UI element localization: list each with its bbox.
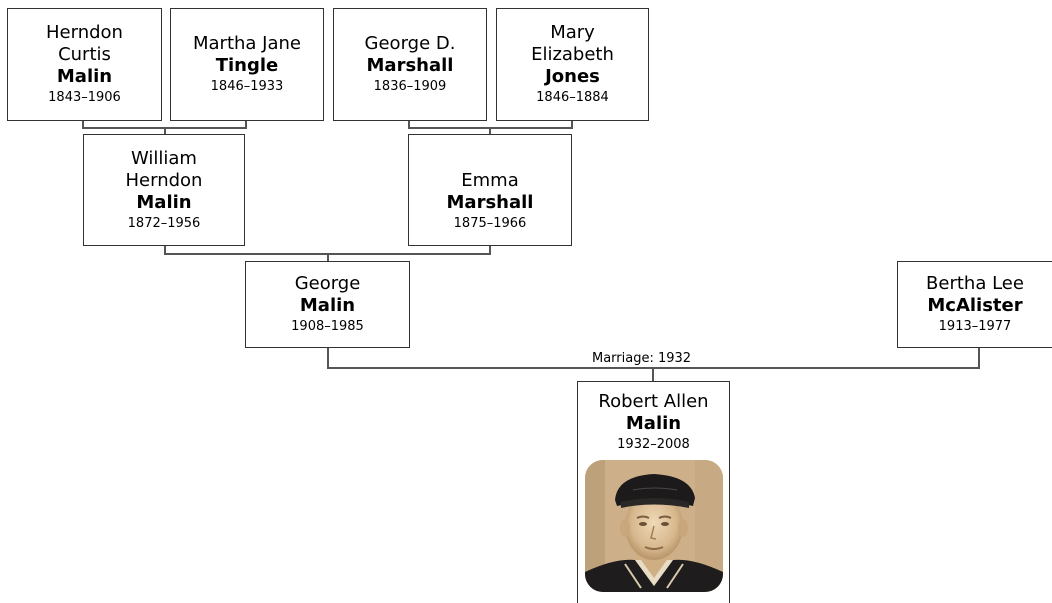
given-name: Bertha Lee — [926, 273, 1024, 294]
given-name: Elizabeth — [531, 44, 614, 65]
life-dates: 1908–1985 — [291, 319, 364, 334]
surname: Marshall — [446, 191, 534, 213]
given-name: Curtis — [58, 44, 111, 65]
sailor-portrait-image — [584, 460, 723, 592]
life-dates: 1843–1906 — [48, 90, 121, 105]
person-card-william-herndon-malin[interactable]: William Herndon Malin 1872–1956 — [83, 134, 245, 246]
person-card-mary-elizabeth-jones[interactable]: Mary Elizabeth Jones 1846–1884 — [496, 8, 649, 121]
connector-line — [489, 245, 491, 254]
surname: Malin — [625, 413, 682, 434]
given-name: Herndon — [46, 22, 123, 43]
person-card-bertha-lee-mcalister[interactable]: Bertha Lee McAlister 1913–1977 — [897, 261, 1052, 348]
life-dates: 1875–1966 — [453, 215, 527, 231]
given-name: Martha Jane — [193, 33, 301, 54]
connector-line — [164, 127, 166, 135]
surname: Malin — [56, 66, 113, 87]
given-name: Herndon — [125, 169, 203, 191]
given-name: George D. — [364, 33, 456, 54]
given-name: George — [294, 273, 361, 294]
life-dates: 1872–1956 — [127, 215, 201, 231]
life-dates: 1836–1909 — [373, 79, 447, 94]
connector-line — [327, 347, 329, 369]
life-dates: 1913–1977 — [938, 319, 1012, 334]
connector-line — [408, 120, 410, 128]
life-dates: 1846–1884 — [536, 90, 609, 105]
given-name: Emma — [461, 169, 519, 191]
life-dates: 1932–2008 — [617, 437, 690, 452]
connector-line — [82, 120, 84, 128]
connector-line — [327, 253, 329, 262]
connector-line — [164, 245, 166, 254]
surname: McAlister — [927, 295, 1023, 316]
given-name: Mary — [550, 22, 595, 43]
person-card-george-malin[interactable]: George Malin 1908–1985 — [245, 261, 410, 348]
connector-line — [652, 367, 654, 382]
surname: Jones — [545, 66, 600, 87]
person-card-herndon-curtis-malin[interactable]: Herndon Curtis Malin 1843–1906 — [7, 8, 162, 121]
person-card-george-d-marshall[interactable]: George D. Marshall 1836–1909 — [333, 8, 487, 121]
person-card-emma-marshall[interactable]: Emma Marshall 1875–1966 — [408, 134, 572, 246]
connector-line — [245, 120, 247, 128]
given-name: Robert Allen — [598, 391, 709, 412]
life-dates: 1846–1933 — [210, 79, 284, 94]
surname: Malin — [136, 191, 192, 213]
surname: Malin — [299, 295, 356, 316]
person-card-robert-allen-malin[interactable]: Robert Allen Malin 1932–2008 — [577, 381, 730, 603]
person-card-martha-jane-tingle[interactable]: Martha Jane Tingle 1846–1933 — [170, 8, 324, 121]
connector-line — [571, 120, 573, 128]
marriage-label: Marriage: 1932 — [590, 351, 694, 367]
surname: Marshall — [366, 55, 454, 76]
surname: Tingle — [215, 55, 279, 76]
connector-line — [489, 127, 491, 135]
given-name: William — [131, 147, 197, 169]
portrait-photo[interactable] — [584, 460, 723, 592]
connector-line — [978, 347, 980, 369]
